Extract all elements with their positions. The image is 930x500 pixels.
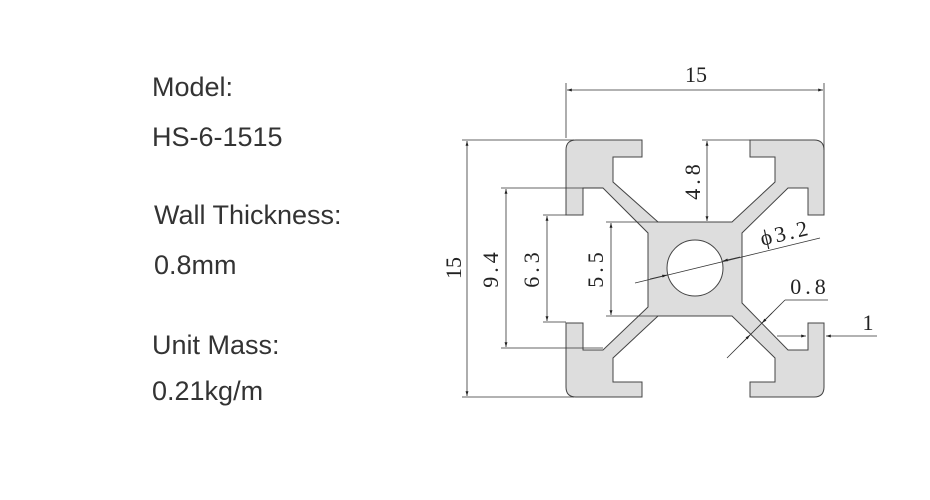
dim-width: 15 (685, 62, 707, 87)
model-value: HS-6-1515 (152, 122, 283, 152)
unit-mass-value: 0.21kg/m (152, 376, 264, 406)
dim-core-size: 5.5 (583, 248, 608, 288)
wall-thickness-value: 0.8mm (154, 250, 237, 280)
wall-thickness-label: Wall Thickness: (154, 200, 342, 230)
dim-lip-thickness: 1 (863, 310, 874, 335)
dim-height: 15 (441, 257, 466, 279)
dim-arm-thickness: 0.8 (790, 274, 830, 299)
dim-slot-depth: 4.8 (680, 160, 705, 200)
dim-inner-width: 9.4 (478, 248, 503, 288)
model-label: Model: (152, 72, 234, 102)
unit-mass-label: Unit Mass: (152, 330, 280, 360)
dim-hole-diameter: ϕ3.2 (758, 215, 813, 251)
dim-slot-opening: 6.3 (519, 248, 544, 288)
